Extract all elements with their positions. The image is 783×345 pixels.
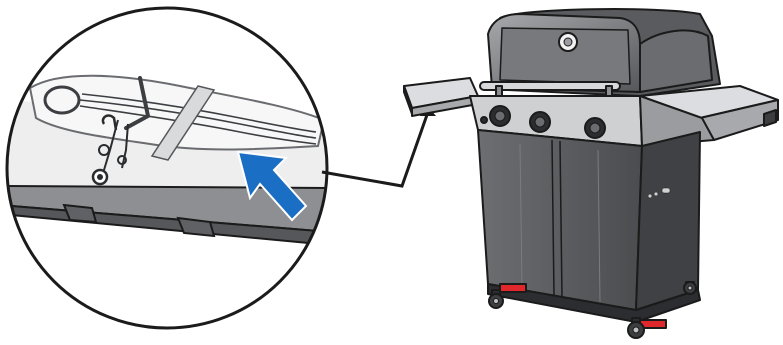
support-rib bbox=[64, 205, 96, 222]
burner-knob bbox=[490, 106, 510, 126]
burner-knob bbox=[585, 118, 605, 138]
burner-knob bbox=[530, 112, 550, 132]
zoom-detail bbox=[0, 8, 330, 328]
caster-wheel bbox=[684, 282, 696, 294]
stabilizer-foot bbox=[500, 284, 526, 292]
caster-wheel bbox=[489, 290, 503, 308]
ignition-button bbox=[481, 117, 487, 123]
tool-hook bbox=[764, 110, 776, 126]
grill bbox=[404, 9, 778, 338]
